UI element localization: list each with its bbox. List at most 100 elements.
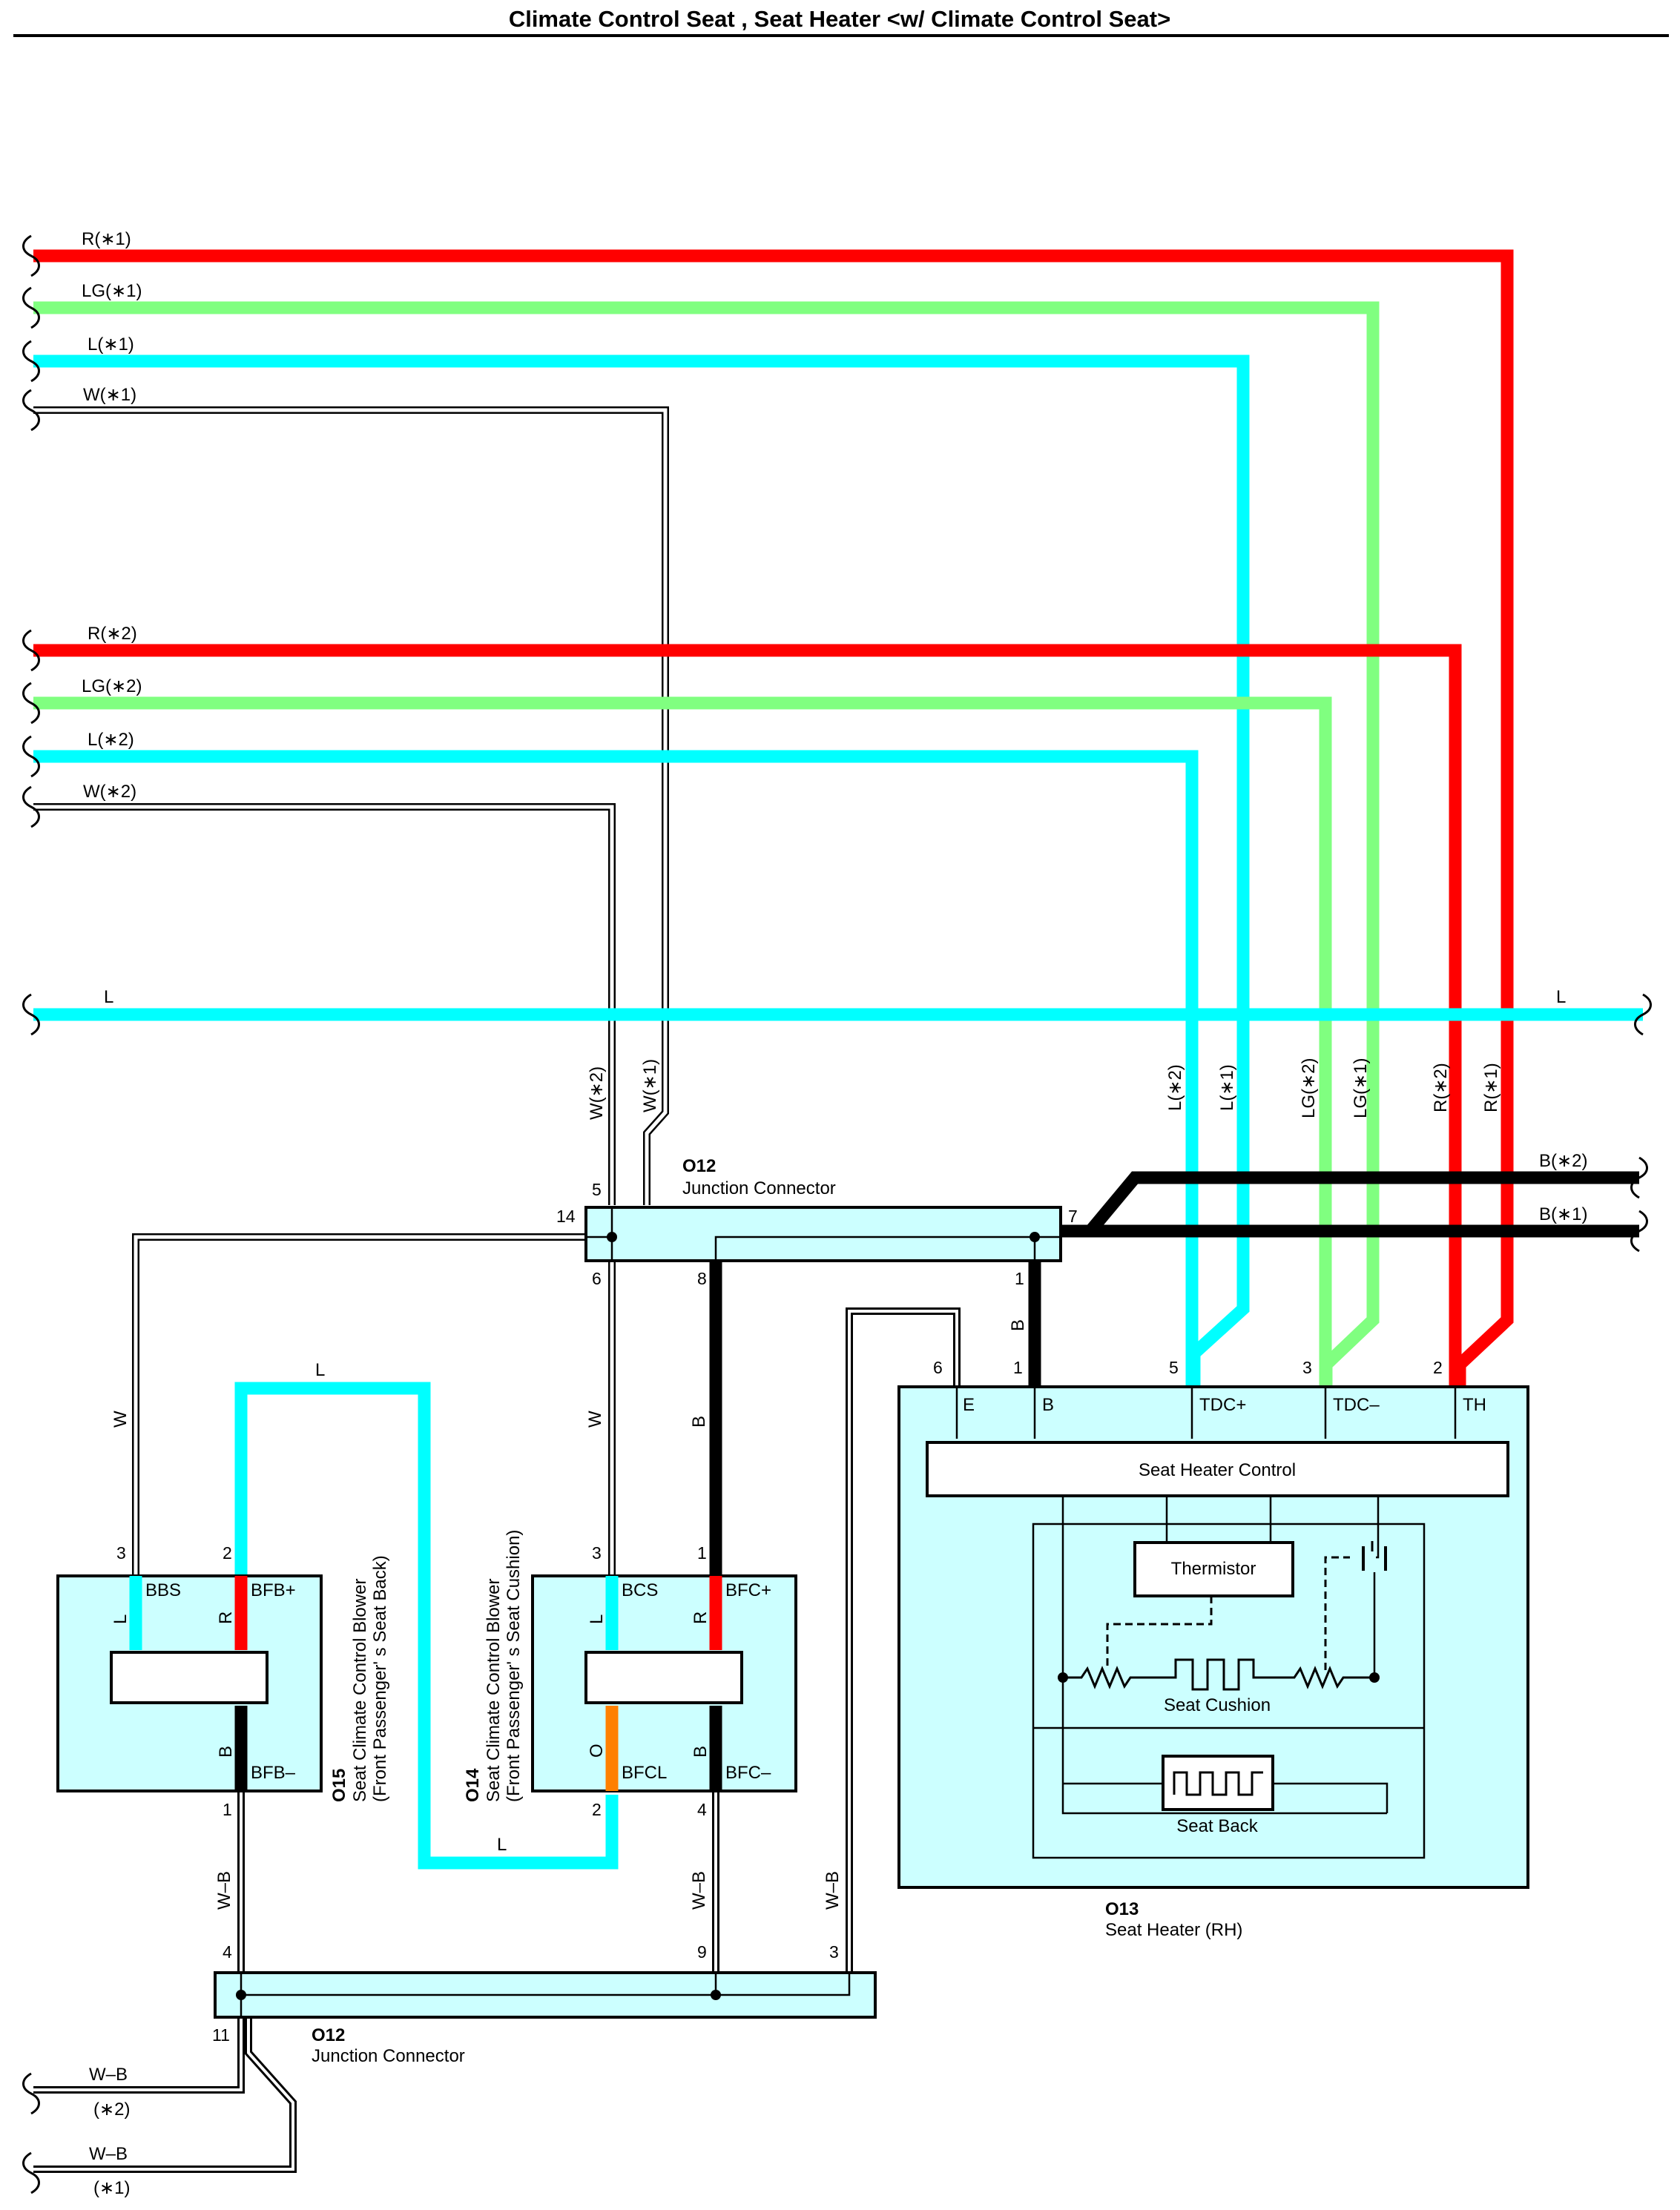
wire-wb-group bbox=[33, 1307, 961, 2173]
junction-top-pin8: 8 bbox=[697, 1269, 707, 1288]
o14-pin4: 4 bbox=[697, 1800, 707, 1819]
label-w2: W(∗2) bbox=[83, 782, 136, 802]
o13-back-label: Seat Back bbox=[1176, 1816, 1258, 1836]
o13-seat-back-coil bbox=[1173, 1771, 1263, 1796]
o13-pin3: 3 bbox=[1302, 1358, 1312, 1377]
break-marks-ground bbox=[22, 2072, 40, 2194]
o14-color-r: R bbox=[691, 1612, 711, 1624]
o13-cushion-label: Seat Cushion bbox=[1164, 1695, 1271, 1715]
o15-code: O15 bbox=[329, 1769, 349, 1802]
o13-pin1: 1 bbox=[1013, 1358, 1023, 1377]
label-w1: W(∗1) bbox=[83, 385, 136, 405]
o14-name-1: Seat Climate Control Blower bbox=[484, 1579, 504, 1802]
o13-heater-module bbox=[1032, 1523, 1426, 1859]
junction-bottom-pin9: 9 bbox=[697, 1942, 707, 1962]
wire-l-blower bbox=[234, 1382, 619, 1870]
o13-thermistor-coupling bbox=[1106, 1596, 1213, 1669]
label-wb-right: W–B bbox=[823, 1871, 843, 1910]
label-wb-left: W–B bbox=[214, 1871, 234, 1910]
o14-pin3: 3 bbox=[592, 1543, 602, 1563]
ground-star2: (∗2) bbox=[93, 2100, 130, 2120]
o14-name-2: (Front Passenger' s Seat Cushion) bbox=[504, 1530, 524, 1802]
label-wb-mid: W–B bbox=[689, 1871, 709, 1910]
junction-bottom-pin4: 4 bbox=[223, 1942, 232, 1962]
o15-pin3: 3 bbox=[116, 1543, 126, 1563]
vlabel-l1: L(∗1) bbox=[1217, 1064, 1237, 1111]
o13-terminal-tdc-plus: TDC+ bbox=[1199, 1395, 1246, 1415]
o13-terminal-th: TH bbox=[1463, 1395, 1486, 1415]
o13-thermistor-leads bbox=[1165, 1524, 1380, 1559]
o13-pin5: 5 bbox=[1169, 1358, 1179, 1377]
label-l-bottom: L bbox=[497, 1835, 507, 1855]
ground-wb2: W–B bbox=[89, 2065, 128, 2085]
vlabel-l2: L(∗2) bbox=[1165, 1064, 1185, 1111]
label-l1: L(∗1) bbox=[88, 334, 134, 354]
o13-name: Seat Heater (RH) bbox=[1105, 1920, 1242, 1940]
o15-color-l: L bbox=[111, 1614, 131, 1624]
o13-terminal-tdc-minus: TDC– bbox=[1333, 1395, 1380, 1415]
break-marks-right bbox=[1630, 993, 1652, 1253]
o13-code: O13 bbox=[1105, 1899, 1139, 1919]
junction-top-pin7: 7 bbox=[1068, 1207, 1078, 1226]
junction-top-pin14: 14 bbox=[556, 1207, 576, 1226]
junction-bottom-pin11: 11 bbox=[212, 2025, 230, 2045]
o14-pin2: 2 bbox=[592, 1800, 602, 1819]
junction-top-pin1: 1 bbox=[1015, 1269, 1024, 1288]
junction-top-dot-1 bbox=[607, 1232, 617, 1242]
o13-seat-back-leads bbox=[1063, 1782, 1389, 1813]
ground-star1: (∗1) bbox=[93, 2178, 130, 2198]
o14-color-o: O bbox=[587, 1744, 607, 1758]
junction-top-pin5: 5 bbox=[592, 1180, 602, 1199]
o15-color-b: B bbox=[216, 1746, 236, 1758]
o13-control-leads bbox=[1061, 1496, 1380, 1678]
o14-terminal-bfc-minus: BFC– bbox=[725, 1763, 771, 1783]
o13-switch-coupling bbox=[1324, 1556, 1350, 1670]
vlabel-w1: W(∗1) bbox=[640, 1059, 660, 1112]
label-r1: R(∗1) bbox=[82, 229, 131, 249]
o13-terminal-b: B bbox=[1042, 1395, 1054, 1415]
label-lg2: LG(∗2) bbox=[82, 676, 142, 696]
o13-thermistor bbox=[1133, 1541, 1294, 1597]
wire-w-o15 bbox=[134, 1235, 586, 1576]
o13-pin2: 2 bbox=[1433, 1358, 1443, 1377]
wire-w2-outline bbox=[33, 803, 616, 1205]
vlabel-r2: R(∗2) bbox=[1431, 1063, 1451, 1112]
label-b1: B(∗1) bbox=[1539, 1204, 1587, 1224]
o15-name-2: (Front Passenger' s Seat Back) bbox=[370, 1555, 390, 1802]
o14-terminal-bcs: BCS bbox=[622, 1580, 658, 1600]
o15-pin2: 2 bbox=[223, 1543, 232, 1563]
junction-top-name: Junction Connector bbox=[682, 1178, 836, 1198]
o13-terminal-e: E bbox=[963, 1395, 975, 1415]
junction-connector-top bbox=[584, 1206, 1062, 1262]
junction-bottom-code: O12 bbox=[312, 2025, 345, 2045]
o13-control-unit bbox=[926, 1441, 1509, 1497]
wire-w-o15-outline bbox=[132, 1233, 586, 1576]
label-l-right: L bbox=[1556, 987, 1566, 1007]
o15-pin1: 1 bbox=[223, 1800, 232, 1819]
junction-bottom-dot-2 bbox=[711, 1990, 721, 2000]
wire-w1 bbox=[33, 408, 668, 1205]
o13-terminal-dividers bbox=[955, 1387, 1457, 1439]
junction-bottom-name: Junction Connector bbox=[312, 2046, 465, 2066]
o14-color-b: B bbox=[691, 1746, 711, 1758]
junction-top-pin6: 6 bbox=[592, 1269, 602, 1288]
label-lg1: LG(∗1) bbox=[82, 281, 142, 301]
ground-wb1: W–B bbox=[89, 2144, 128, 2164]
wire-w2 bbox=[33, 805, 614, 1205]
junction-top-code: O12 bbox=[682, 1156, 716, 1176]
o13-thermistor-label: Thermistor bbox=[1171, 1559, 1256, 1579]
junction-top-dot-2 bbox=[1030, 1232, 1040, 1242]
vlabel-lg2: LG(∗2) bbox=[1299, 1058, 1319, 1118]
o13-pin6: 6 bbox=[933, 1358, 943, 1377]
o15-name-1: Seat Climate Control Blower bbox=[350, 1579, 370, 1802]
label-l2: L(∗2) bbox=[88, 730, 134, 750]
label-w-mid: W bbox=[585, 1411, 605, 1428]
o15-motor bbox=[110, 1651, 269, 1704]
o14-terminal-bfcl: BFCL bbox=[622, 1763, 667, 1783]
diagram-title: Climate Control Seat , Seat Heater <w/ C… bbox=[509, 6, 1170, 32]
label-r2: R(∗2) bbox=[88, 624, 137, 644]
o14-pin1: 1 bbox=[697, 1543, 707, 1563]
o14-code: O14 bbox=[463, 1768, 483, 1802]
o13-back-lead-left bbox=[1061, 1678, 1387, 1815]
junction-bottom-dot-1 bbox=[236, 1990, 246, 2000]
